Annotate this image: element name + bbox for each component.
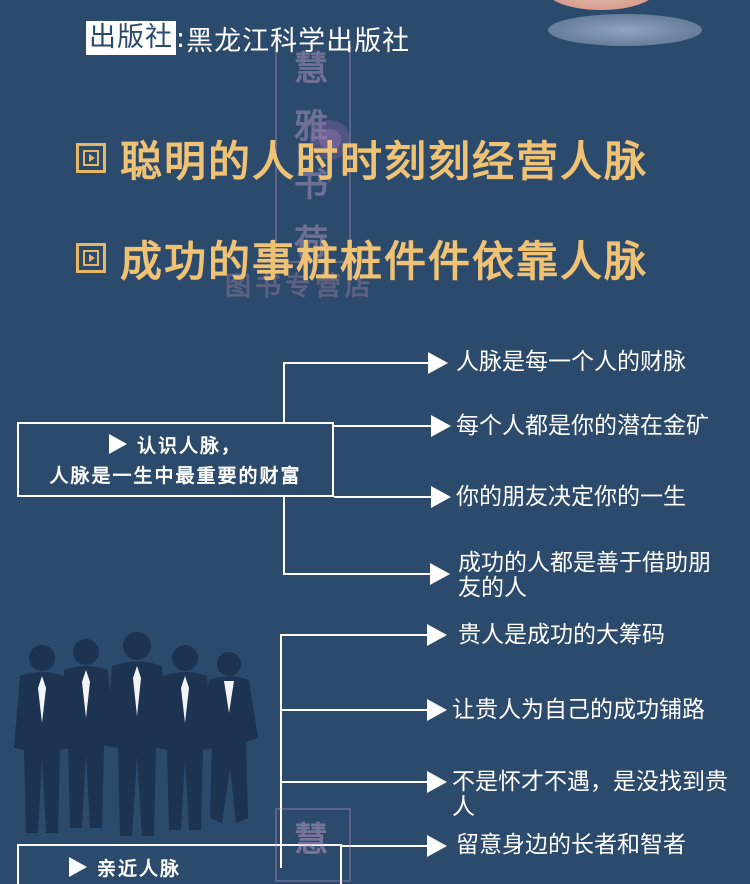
arrow-right-icon: [427, 699, 447, 721]
section2-item-4: 留意身边的长者和智者: [456, 832, 686, 858]
section1-box: 认识人脉， 人脉是一生中最重要的财富: [17, 422, 334, 497]
section2-item-1: 贵人是成功的大筹码: [458, 622, 665, 648]
watermark-frame: [275, 46, 351, 263]
publisher-value: 黑龙江科学出版社: [186, 25, 411, 57]
headline-2-text: 成功的事桩桩件件依靠人脉: [120, 236, 649, 286]
play-square-icon: [76, 143, 106, 173]
section2-item-2: 让贵人为自己的成功铺路: [452, 697, 705, 723]
top-decoration-disc: [548, 14, 702, 46]
arrow-right-icon: [431, 415, 451, 437]
section1-item-1: 人脉是每一个人的财脉: [456, 349, 686, 375]
connector-line: [342, 845, 430, 847]
rose-icon: [310, 120, 350, 182]
headline-1: 聪明的人时时刻刻经营人脉: [76, 130, 648, 186]
arrow-right-icon: [69, 857, 87, 877]
publisher-separator: :: [176, 22, 187, 54]
arrow-right-icon: [427, 771, 447, 793]
top-decoration-blob: [546, 0, 656, 10]
publisher-label: 出版社: [86, 21, 176, 55]
arrow-right-icon: [108, 434, 127, 454]
play-square-icon: [76, 243, 106, 273]
section1-box-line1: 认识人脉，: [19, 431, 332, 461]
connector-line: [283, 362, 285, 422]
connector-line: [283, 497, 285, 574]
business-people-silhouette: [14, 632, 258, 836]
section1-item-2: 每个人都是你的潜在金矿: [456, 413, 709, 439]
connector-line: [334, 425, 434, 427]
watermark-text: 慧 雅 书 荷: [294, 49, 328, 263]
connector-line: [280, 781, 430, 783]
connector-line: [280, 634, 282, 868]
connector-line: [280, 709, 430, 711]
section1-box-line2: 人脉是一生中最重要的财富: [49, 465, 302, 487]
arrow-right-icon: [431, 486, 451, 508]
watermark-shop-name: 图书专营店: [225, 272, 376, 302]
watermark-char: 慧: [294, 820, 328, 860]
section1-item-4: 成功的人都是善于借助朋友的人: [458, 550, 711, 601]
arrow-right-icon: [430, 563, 450, 585]
headline-1-text: 聪明的人时时刻刻经营人脉: [120, 136, 649, 186]
connector-line: [283, 362, 431, 364]
connector-line: [280, 634, 430, 636]
arrow-right-icon: [428, 352, 448, 374]
connector-line: [334, 496, 434, 498]
section1-item-3: 你的朋友决定你的一生: [456, 484, 686, 510]
arrow-right-icon: [427, 835, 447, 857]
section2-item-3: 不是怀才不遇，是没找到贵人: [452, 769, 728, 820]
headline-2: 成功的事桩桩件件依靠人脉: [76, 230, 648, 286]
arrow-right-icon: [427, 624, 447, 646]
publisher-line: 出版社 : 黑龙江科学出版社: [86, 20, 411, 57]
connector-line: [283, 573, 433, 575]
